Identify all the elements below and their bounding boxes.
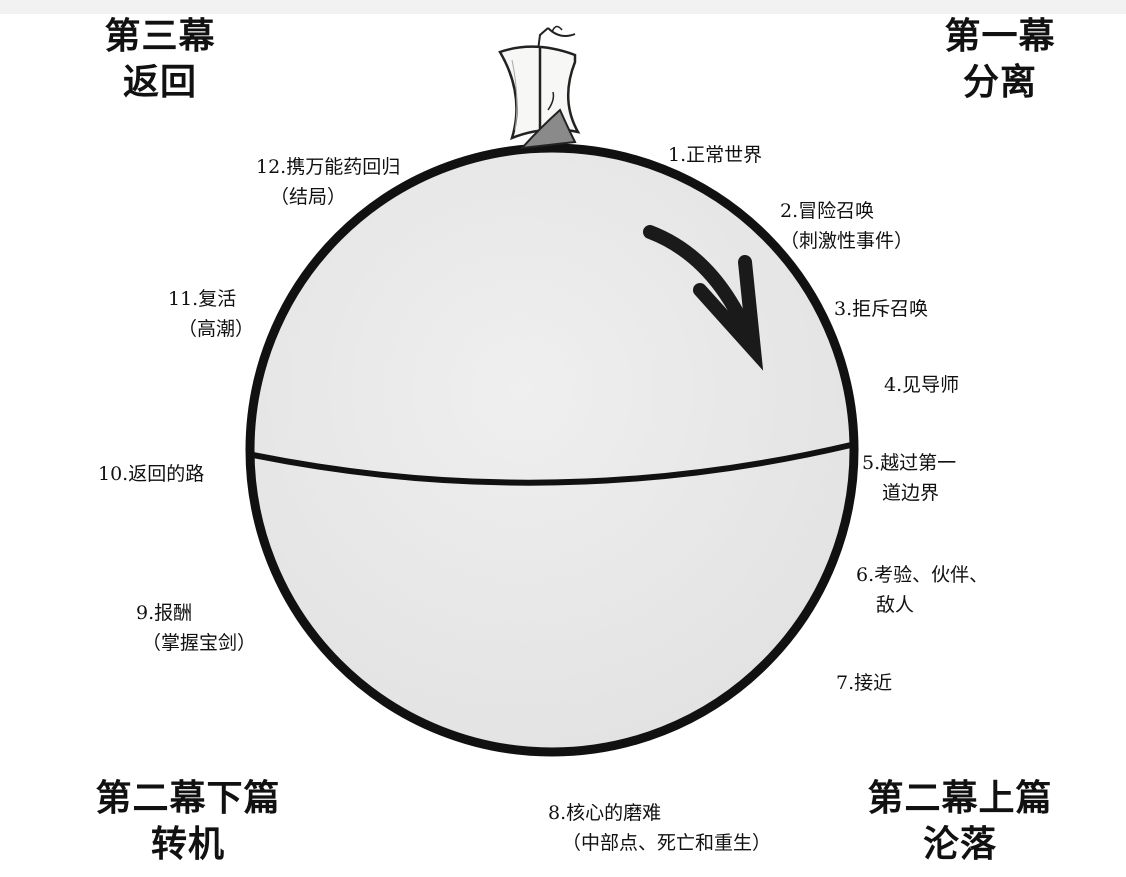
act-two-b-heading: 第二幕下篇 转机 [58, 776, 318, 868]
stage-5-label: 5.越过第一 道边界 [862, 448, 956, 508]
stage-1-label: 1.正常世界 [668, 140, 762, 170]
act-two-b-title: 第二幕下篇 [95, 778, 281, 819]
stage-11-name: 11.复活 [168, 288, 237, 310]
stage-2-name: 2.冒险召唤 [780, 200, 875, 222]
act-three-subtitle: 返回 [122, 62, 197, 103]
act-two-a-heading: 第二幕上篇 沦落 [830, 776, 1090, 868]
stage-12-note: （结局） [270, 186, 347, 208]
stage-4-name: 4.见导师 [884, 374, 960, 396]
stage-8-note: （中部点、死亡和重生） [562, 832, 772, 854]
stage-1-name: 1.正常世界 [668, 144, 763, 166]
stage-6-note: 敌人 [876, 594, 915, 616]
act-two-a-title: 第二幕上篇 [867, 778, 1053, 819]
stage-2-note: （刺激性事件） [780, 230, 914, 252]
act-two-b-subtitle: 转机 [150, 824, 225, 865]
stage-3-name: 3.拒斥召唤 [834, 298, 929, 320]
stage-5-name: 5.越过第一 [862, 452, 957, 474]
act-three-heading: 第三幕 返回 [30, 14, 290, 106]
act-two-a-subtitle: 沦落 [922, 824, 997, 865]
act-one-heading: 第一幕 分离 [870, 14, 1126, 106]
act-three-title: 第三幕 [104, 16, 216, 57]
stage-10-name: 10.返回的路 [98, 463, 205, 485]
equator-line [250, 442, 854, 486]
stage-12-name: 12.携万能药回归 [256, 156, 401, 178]
stage-9-label: 9.报酬 （掌握宝剑） [136, 598, 256, 658]
top-strip [0, 0, 1126, 14]
stage-11-note: （高潮） [178, 318, 255, 340]
stage-6-name: 6.考验、伙伴、 [856, 564, 989, 586]
stage-3-label: 3.拒斥召唤 [834, 294, 928, 324]
stage-2-label: 2.冒险召唤 （刺激性事件） [780, 196, 913, 256]
stage-9-name: 9.报酬 [136, 602, 193, 624]
globe-circle [245, 143, 859, 757]
clockwise-arrow-icon [643, 225, 764, 371]
ship-icon [498, 25, 581, 150]
stage-8-name: 8.核心的磨难 [548, 802, 662, 824]
stage-4-label: 4.见导师 [884, 370, 959, 400]
stage-6-label: 6.考验、伙伴、 敌人 [856, 560, 988, 620]
stage-8-label: 8.核心的磨难 （中部点、死亡和重生） [548, 798, 771, 858]
stage-7-name: 7.接近 [836, 672, 893, 694]
stage-11-label: 11.复活 （高潮） [168, 284, 254, 344]
stage-12-label: 12.携万能药回归 （结局） [256, 152, 400, 212]
act-one-title: 第一幕 [944, 16, 1056, 57]
stage-9-note: （掌握宝剑） [142, 632, 257, 654]
stage-5-note: 道边界 [882, 482, 940, 504]
stage-10-label: 10.返回的路 [98, 459, 204, 489]
stage-7-label: 7.接近 [836, 668, 892, 698]
act-one-subtitle: 分离 [962, 62, 1037, 103]
